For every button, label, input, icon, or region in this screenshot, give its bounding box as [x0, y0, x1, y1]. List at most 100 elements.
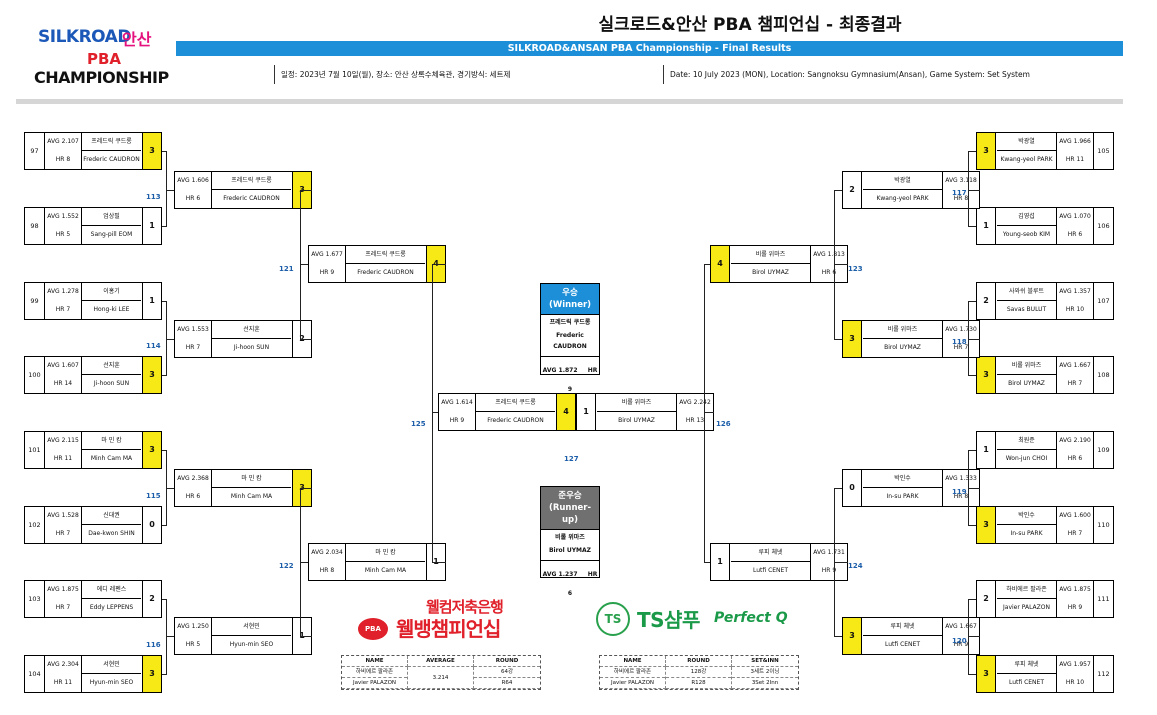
player-avg: AVG 1.957 [1059, 661, 1091, 668]
match-number: 124 [848, 562, 863, 570]
winner-name-en: Frederic CAUDRON [553, 332, 587, 350]
bracket-line [968, 636, 980, 637]
player-hr: HR 7 [55, 530, 71, 537]
bracket-line [166, 339, 174, 340]
player-name-en: Birol UYMAZ [597, 412, 677, 430]
match-number: 116 [146, 640, 161, 649]
player-name-kr: 선지훈 [211, 321, 291, 339]
player-name-en: Javier PALAZON [997, 599, 1057, 617]
table1-average: 3.214 [408, 667, 474, 689]
player-name-en: Savas BULUT [997, 301, 1057, 319]
bracket-line [968, 375, 976, 376]
player-avg: AVG 1.600 [1059, 512, 1091, 519]
bracket-line [704, 264, 705, 563]
player-hr: HR 6 [1067, 455, 1083, 462]
sponsor2-tag: Perfect Q [714, 610, 788, 626]
match-number: 114 [146, 342, 161, 350]
player-score: 0 [142, 506, 162, 544]
player-score: 3 [142, 431, 162, 469]
bracket-line [162, 450, 166, 451]
bracket-line [300, 190, 312, 191]
player-score: 3 [142, 132, 162, 170]
table2-round-kr: 128강 [666, 667, 731, 678]
seed-number: 109 [1093, 432, 1113, 468]
seed-number: 110 [1093, 507, 1113, 543]
bracket-line [162, 301, 166, 302]
seed-number: 107 [1093, 283, 1113, 319]
player-avg: AVG 3.118 [945, 177, 977, 184]
bracket-line [968, 599, 976, 600]
player-name-en: Frederic CAUDRON [345, 264, 425, 282]
table2-round-en: R128 [691, 680, 706, 686]
match-number: 117 [952, 188, 967, 197]
player-avg: AVG 1.606 [177, 177, 209, 184]
event-info-korean: 일정: 2023년 7월 10일(월), 장소: 안산 상록수체육관, 경기방식… [274, 65, 654, 84]
table2-header-set: SET&INN [732, 656, 798, 667]
player-avg: AVG 2.190 [1059, 437, 1091, 444]
player-hr: HR 9 [953, 641, 969, 648]
player-avg: AVG 1.730 [945, 326, 977, 333]
bracket-line [968, 599, 969, 675]
table2-set-kr: 3세트 2이닝 [732, 667, 798, 678]
bracket-line [162, 375, 166, 376]
runnerup-title-en: (Runner-up) [548, 503, 592, 525]
high-average-table: NAME AVERAGE ROUND 하비에르 팔라존 Javier PALAZ… [341, 655, 541, 690]
player-avg: AVG 1.875 [1059, 586, 1091, 593]
player-name-kr: 프레드릭 쿠드롱 [211, 172, 291, 190]
player-name-en: Frederic CAUDRON [475, 412, 555, 430]
player-name-en: Lutfi CENET [731, 562, 811, 580]
player-avg: AVG 1.552 [47, 213, 79, 220]
player-score: 3 [976, 356, 996, 394]
player-name-kr: 서현민 [211, 618, 291, 636]
table1-header-round: ROUND [474, 656, 540, 667]
winner-box: 우승 (Winner) 프레드릭 쿠드롱 Frederic CAUDRON AV… [540, 283, 600, 393]
header-divider [16, 99, 1123, 104]
player-name-kr: 하비에르 팔라존 [997, 581, 1057, 599]
player-avg: AVG 1.875 [47, 586, 79, 593]
player-name-kr: 최원준 [997, 432, 1057, 450]
bracket-line [162, 525, 166, 526]
seed-number: 102 [25, 507, 45, 543]
match-number: 115 [146, 491, 161, 500]
runnerup-stats: AVG 1.237 HR 6 [541, 560, 599, 599]
bracket-line [968, 151, 976, 152]
match-number: 122 [279, 562, 294, 570]
bracket-line [166, 190, 174, 191]
player-name-kr: 엄상필 [81, 208, 141, 226]
player-name-kr: 박광열 [863, 172, 943, 190]
player-name-kr: 사와쉬 블루트 [997, 283, 1057, 301]
match-number: 126 [716, 420, 731, 428]
player-avg: AVG 1.677 [311, 251, 343, 258]
player-hr: HR 9 [449, 417, 465, 424]
bracket-line [834, 190, 842, 191]
player-name-en: Young-seob KIM [997, 226, 1057, 244]
player-hr: HR 9 [319, 269, 335, 276]
bracket-line [300, 636, 312, 637]
bracket-line [162, 599, 166, 600]
player-hr: HR 7 [1067, 530, 1083, 537]
winner-header: 우승 (Winner) [541, 284, 599, 315]
player-score: 2 [842, 171, 862, 209]
player-avg: AVG 2.368 [177, 475, 209, 482]
player-score: 1 [142, 282, 162, 320]
sponsor1-line2: 웰뱅챔피언십 [396, 617, 501, 641]
seed-number: 101 [25, 432, 45, 468]
player-score: 3 [842, 617, 862, 655]
player-avg: AVG 1.528 [47, 512, 79, 519]
player-score: 1 [576, 393, 596, 431]
bracket-line [166, 636, 174, 637]
bracket-line [704, 412, 714, 413]
seed-number: 106 [1093, 208, 1113, 244]
player-avg: AVG 1.070 [1059, 213, 1091, 220]
player-name-kr: 프레드릭 쿠드롱 [81, 133, 141, 151]
bracket-line [968, 301, 976, 302]
player-hr: HR 13 [685, 417, 705, 424]
